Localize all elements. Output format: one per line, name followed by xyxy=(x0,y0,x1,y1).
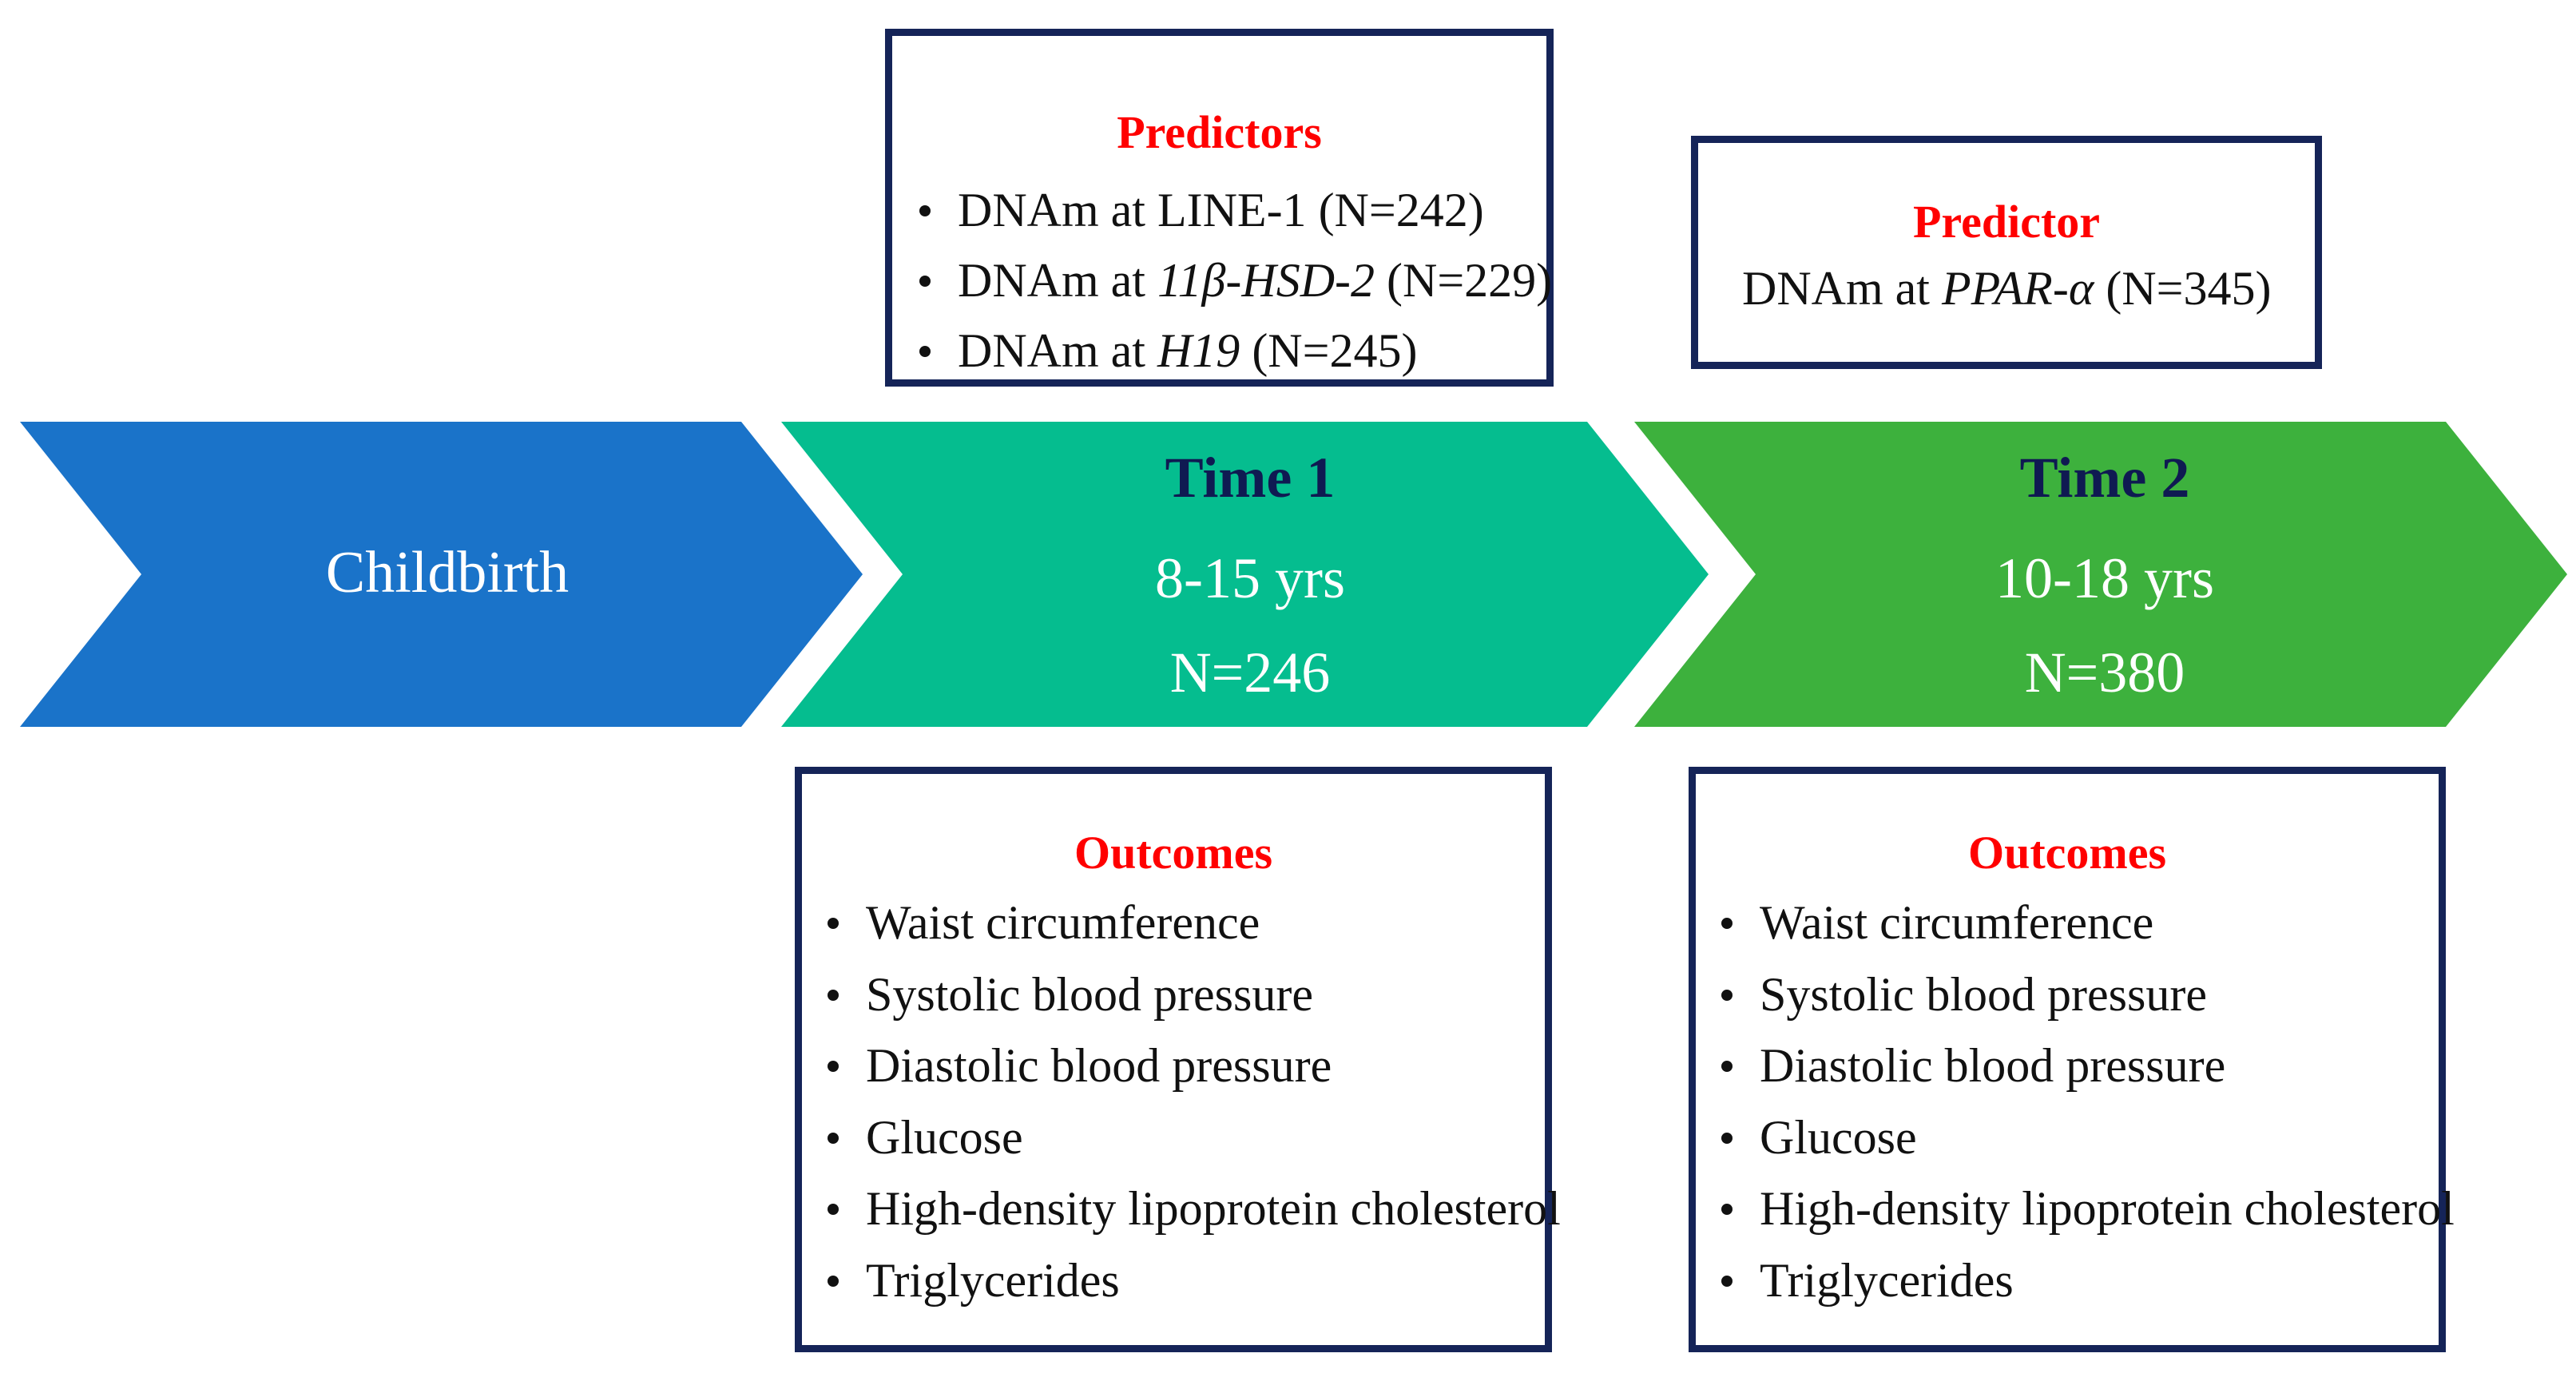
arrow-childbirth xyxy=(20,422,863,727)
outcome-item: Waist circumference xyxy=(1721,899,2455,970)
predictor-box-time-2: Predictor DNAm at PPAR-α (N=345) xyxy=(1691,136,2322,369)
arrow-time-2 xyxy=(1634,422,2567,727)
predictor-sample-size: (N=242) xyxy=(1306,184,1484,236)
outcome-item: Systolic blood pressure xyxy=(1721,970,2455,1042)
outcomes-box-time-2: Outcomes Waist circumference Systolic bl… xyxy=(1689,767,2455,1352)
time-2-title: Time 2 xyxy=(2019,446,2190,510)
outcomes-list: Waist circumference Systolic blood press… xyxy=(1721,899,2455,1328)
predictor-gene: PPAR-α xyxy=(1941,262,2094,315)
outcome-item: High-density lipoprotein cholesterol xyxy=(828,1185,1561,1256)
time-2-sample-size: N=380 xyxy=(2024,641,2185,704)
predictors-box-time-1: Predictors DNAm at LINE-1 (N=242) DNAm a… xyxy=(885,29,1554,387)
outcomes-list: Waist circumference Systolic blood press… xyxy=(828,899,1561,1328)
predictor-gene: H19 xyxy=(1157,324,1240,377)
time-1-sample-size: N=246 xyxy=(1169,641,1331,704)
outcome-item: Diastolic blood pressure xyxy=(1721,1042,2455,1113)
arrow-time-1 xyxy=(781,422,1709,727)
outcome-item: Diastolic blood pressure xyxy=(828,1042,1561,1113)
predictor-gene: LINE-1 xyxy=(1157,184,1307,236)
time-1-age-range: 8-15 yrs xyxy=(1155,546,1345,610)
predictor-gene: 11β-HSD-2 xyxy=(1157,254,1375,307)
predictor-item: DNAm at 11β-HSD-2 (N=229) xyxy=(919,254,1553,327)
outcome-item: Triglycerides xyxy=(828,1256,1561,1328)
predictors-list: DNAm at LINE-1 (N=242) DNAm at 11β-HSD-2… xyxy=(919,184,1553,397)
time-2-age-range: 10-18 yrs xyxy=(1995,546,2214,610)
outcome-item: Systolic blood pressure xyxy=(828,970,1561,1042)
predictor-prefix: DNAm at xyxy=(958,184,1157,236)
time-1-title: Time 1 xyxy=(1165,446,1336,510)
outcome-item: Glucose xyxy=(1721,1113,2455,1185)
predictor-prefix: DNAm at xyxy=(958,254,1157,307)
outcomes-title: Outcomes xyxy=(1074,827,1273,879)
childbirth-label: Childbirth xyxy=(325,540,570,605)
outcome-item: Triglycerides xyxy=(1721,1256,2455,1328)
predictor-sample-size: (N=245) xyxy=(1240,324,1418,377)
predictor-prefix: DNAm at xyxy=(958,324,1157,377)
outcomes-title: Outcomes xyxy=(1967,827,2167,879)
predictor-title: Predictor xyxy=(1912,196,2101,248)
predictor-item: DNAm at LINE-1 (N=242) xyxy=(919,184,1552,256)
outcome-item: Glucose xyxy=(828,1113,1561,1185)
outcomes-box-time-1: Outcomes Waist circumference Systolic bl… xyxy=(795,767,1561,1352)
outcome-item: High-density lipoprotein cholesterol xyxy=(1721,1185,2455,1256)
predictor-item: DNAm at H19 (N=245) xyxy=(919,324,1552,397)
predictor-item: DNAm at PPAR-α (N=345) xyxy=(1742,264,2271,312)
predictor-sample-size: (N=345) xyxy=(2094,262,2272,315)
outcome-item: Waist circumference xyxy=(828,899,1561,970)
predictors-title: Predictors xyxy=(1117,106,1322,158)
predictor-prefix: DNAm at xyxy=(1742,262,1942,315)
predictor-sample-size: (N=229) xyxy=(1375,254,1553,307)
